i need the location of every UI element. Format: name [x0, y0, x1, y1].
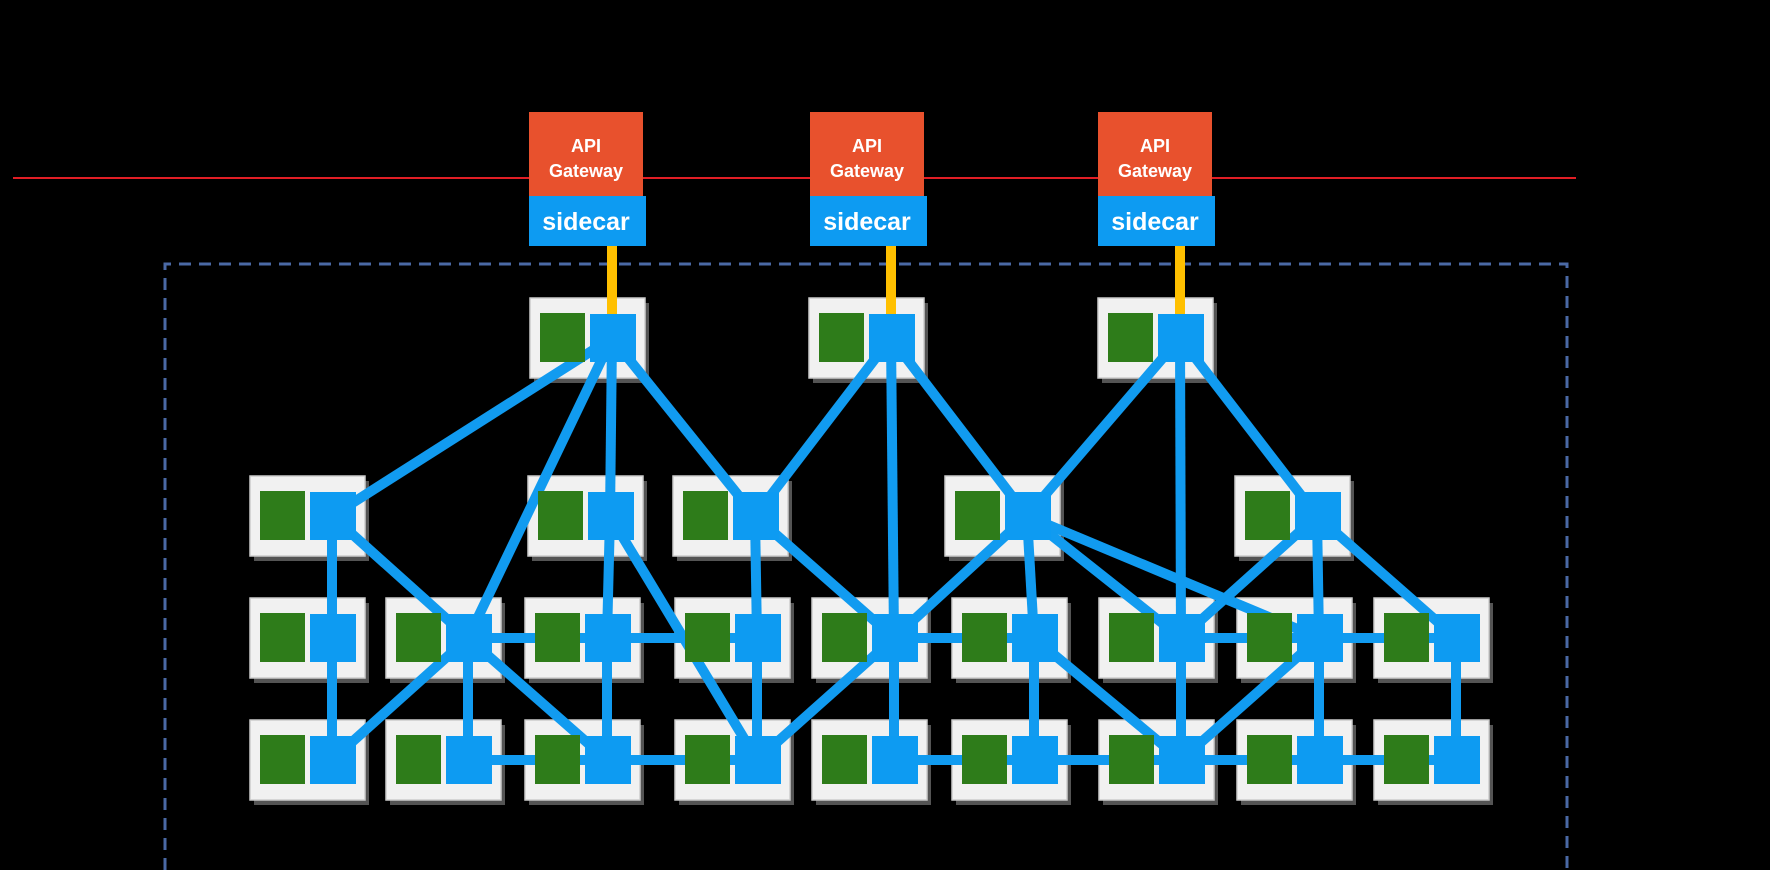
- service-container-icon: [1247, 613, 1292, 662]
- sidecar-proxy-icon: [1159, 614, 1205, 662]
- mesh-edge-t1-a2: [605, 337, 617, 517]
- sidecar-proxy-icon: [585, 614, 631, 662]
- sidecar-proxy-icon: [446, 736, 492, 784]
- service-container-icon: [1108, 313, 1153, 362]
- sidecar-proxy-icon: [1012, 614, 1058, 662]
- mesh-edge-t2-a4: [887, 334, 1031, 520]
- sidecar-proxy-icon: [1297, 736, 1343, 784]
- api-gateway-label-line2: Gateway: [1118, 161, 1192, 181]
- mesh-edge-t2-a3: [751, 334, 895, 520]
- mesh-edge-t1-a3: [608, 334, 759, 520]
- service-container-icon: [822, 735, 867, 784]
- api-gateway-label-line1: API: [571, 136, 601, 156]
- service-container-icon: [962, 735, 1007, 784]
- service-container-icon: [1109, 735, 1154, 784]
- sidecar-proxy-icon: [310, 492, 356, 540]
- sidecar-proxy-icon: [310, 736, 356, 784]
- service-container-icon: [1247, 735, 1292, 784]
- service-container-icon: [396, 613, 441, 662]
- service-container-icon: [535, 735, 580, 784]
- mesh-edge-b6-c7: [1030, 634, 1185, 764]
- gateway-sidecar-box: [1098, 196, 1215, 246]
- sidecar-proxy-icon: [1297, 614, 1343, 662]
- sidecar-proxy-icon: [585, 736, 631, 784]
- sidecar-proxy-icon: [735, 614, 781, 662]
- service-container-icon: [685, 735, 730, 784]
- service-container-icon: [540, 313, 585, 362]
- gateway-box: [810, 112, 924, 196]
- sidecar-proxy-icon: [872, 736, 918, 784]
- sidecar-proxy-icon: [735, 736, 781, 784]
- service-container-icon: [260, 735, 305, 784]
- sidecar-proxy-icon: [872, 614, 918, 662]
- api-gateway-label-line1: API: [852, 136, 882, 156]
- api-gateway-card: API Gateway sidecar: [529, 112, 646, 246]
- service-container-icon: [1384, 613, 1429, 662]
- trust-boundary-dashed-border: [163, 262, 1569, 870]
- sidecar-proxy-icon: [588, 492, 634, 540]
- sidecar-proxy-icon: [446, 614, 492, 662]
- sidecar-proxy-icon: [1005, 492, 1051, 540]
- gateway-sidecar-box: [810, 196, 927, 246]
- sidecar-proxy-icon: [590, 314, 636, 362]
- gateway-sidecar-box: [529, 196, 646, 246]
- sidecar-label: sidecar: [1111, 208, 1199, 236]
- sidecar-proxy-icon: [1295, 492, 1341, 540]
- gateway-box: [529, 112, 643, 196]
- sidecar-proxy-icon: [733, 492, 779, 540]
- service-container-icon: [260, 613, 305, 662]
- service-container-icon: [1384, 735, 1429, 784]
- api-gateway-label-line2: Gateway: [549, 161, 623, 181]
- mesh-edge-t1-b2: [463, 335, 617, 641]
- sidecar-proxy-icon: [1159, 736, 1205, 784]
- service-container-icon: [396, 735, 441, 784]
- mesh-edge-t3-b7: [1175, 337, 1186, 639]
- service-container-icon: [962, 613, 1007, 662]
- service-container-icon: [1109, 613, 1154, 662]
- service-container-icon: [260, 491, 305, 540]
- sidecar-proxy-icon: [1434, 736, 1480, 784]
- sidecar-proxy-icon: [1434, 614, 1480, 662]
- service-container-icon: [538, 491, 583, 540]
- sidecar-proxy-icon: [1158, 314, 1204, 362]
- service-container-icon: [683, 491, 728, 540]
- service-container-icon: [535, 613, 580, 662]
- api-gateway-card: API Gateway sidecar: [1098, 112, 1215, 246]
- service-container-icon: [1245, 491, 1290, 540]
- mesh-edge-t3-a5: [1176, 334, 1321, 520]
- mesh-edge-t1-a1: [329, 333, 615, 521]
- sidecar-label: sidecar: [823, 208, 911, 236]
- service-container-icon: [822, 613, 867, 662]
- mesh-edge-a4-b7: [1023, 512, 1185, 642]
- service-container-icon: [685, 613, 730, 662]
- mesh-edge-t3-a4: [1023, 334, 1184, 520]
- gateway-box: [1098, 112, 1212, 196]
- service-container-icon: [955, 491, 1000, 540]
- sidecar-proxy-icon: [869, 314, 915, 362]
- sidecar-proxy-icon: [310, 614, 356, 662]
- sidecar-label: sidecar: [542, 208, 630, 236]
- api-gateway-label-line1: API: [1140, 136, 1170, 156]
- sidecar-proxy-icon: [1012, 736, 1058, 784]
- api-gateway-card: API Gateway sidecar: [810, 112, 927, 246]
- mesh-edge-t2-b5: [886, 337, 899, 639]
- api-gateway-label-line2: Gateway: [830, 161, 904, 181]
- service-container-icon: [819, 313, 864, 362]
